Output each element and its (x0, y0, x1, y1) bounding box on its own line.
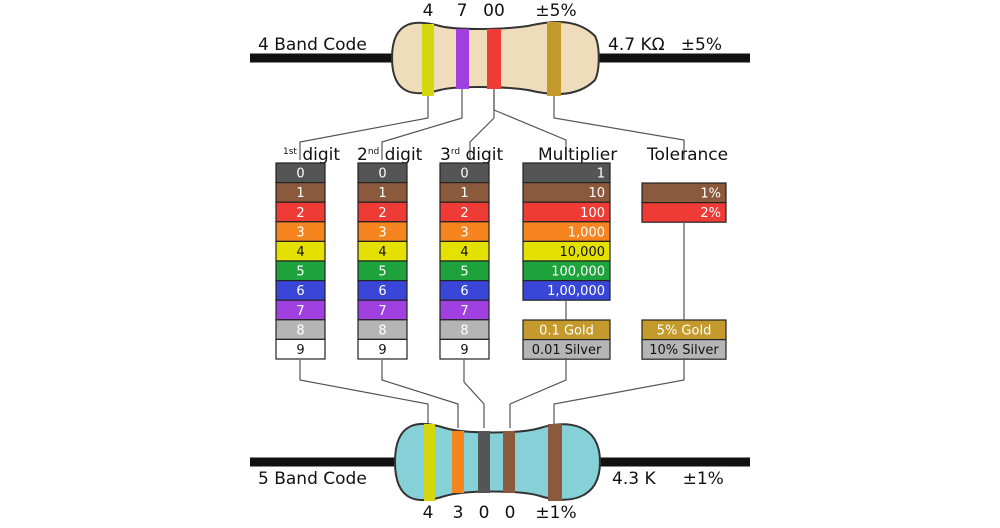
header-multiplier: Multiplier (538, 145, 617, 165)
top-band-label-2: 7 (457, 1, 468, 21)
digit1-label-4: 4 (296, 245, 304, 260)
digit2-label-0: 0 (378, 167, 386, 182)
digit3-label-7: 7 (460, 304, 468, 319)
digit1-label-7: 7 (296, 304, 304, 319)
digit1-label-6: 6 (296, 284, 304, 299)
digit3-cell-9 (439, 338, 490, 360)
multiplier-extra-label-1: 0.01 Silver (532, 343, 602, 358)
digit3-label-6: 6 (460, 284, 468, 299)
top-band-label-1: 4 (423, 1, 434, 21)
multiplier-label-2: 100 (580, 206, 605, 221)
top-connectors (299, 89, 685, 160)
multiplier-label-5: 100,000 (551, 265, 605, 280)
digit3-label-9: 9 (460, 343, 468, 358)
bottom-band-2 (452, 431, 464, 493)
top-band-label-3: 00 (483, 1, 505, 21)
multiplier-label-3: 1,000 (568, 225, 605, 240)
digit1-label-9: 9 (296, 343, 304, 358)
digit1-label-2: 2 (296, 206, 304, 221)
digit3-label-5: 5 (460, 265, 468, 280)
header-tolerance: Tolerance (646, 145, 728, 165)
digit2-cell-9 (357, 338, 408, 360)
digit2-label-4: 4 (378, 245, 386, 260)
multiplier-label-6: 1,00,000 (547, 284, 605, 299)
digit1-cell-9 (275, 338, 326, 360)
digit3-label-2: 2 (460, 206, 468, 221)
bottom-band-5 (548, 424, 562, 501)
bottom-band-3 (478, 431, 490, 493)
multiplier-extra-label-0: 0.1 Gold (539, 324, 594, 339)
bottom-band-label-5: ±1% (535, 503, 576, 523)
digit1-label-0: 0 (296, 167, 304, 182)
top-band-4 (547, 22, 561, 96)
header-3rd-digit: 3rd digit (440, 145, 504, 165)
header-2nd-digit: 2nd digit (357, 145, 423, 165)
digit1-label-8: 8 (296, 323, 304, 338)
bottom-band-label-1: 4 (423, 503, 434, 523)
digit3-label-3: 3 (460, 225, 468, 240)
digit2-label-2: 2 (378, 206, 386, 221)
bottom-band-1 (424, 424, 435, 501)
bottom-connectors (299, 358, 685, 428)
digit2-label-5: 5 (378, 265, 386, 280)
digit2-label-8: 8 (378, 323, 386, 338)
bottom-resistor-value: 4.3 K ±1% (612, 469, 724, 489)
tolerance-extra-label-0: 5% Gold (657, 324, 712, 339)
digit2-label-3: 3 (378, 225, 386, 240)
digit1-label-5: 5 (296, 265, 304, 280)
tolerance-extra-label-1: 10% Silver (649, 343, 719, 358)
digit3-label-4: 4 (460, 245, 468, 260)
digit3-label-0: 0 (460, 167, 468, 182)
digit1-label-1: 1 (296, 186, 304, 201)
top-band-2 (456, 29, 469, 89)
tolerance-label-1: 2% (700, 206, 721, 221)
top-band-1 (422, 24, 434, 96)
bottom-band-4 (503, 431, 515, 493)
bottom-band-label-3: 0 (479, 503, 490, 523)
digit3-label-8: 8 (460, 323, 468, 338)
digit2-label-6: 6 (378, 284, 386, 299)
digit3-label-1: 1 (460, 186, 468, 201)
digit2-label-1: 1 (378, 186, 386, 201)
top-band-3 (487, 29, 501, 89)
top-band-label-4: ±5% (535, 1, 576, 21)
multiplier-label-0: 1 (597, 167, 605, 182)
multiplier-label-4: 10,000 (560, 245, 606, 260)
top-resistor-value: 4.7 KΩ ±5% (608, 35, 722, 55)
header-1st-digit: 1st digit (283, 145, 340, 165)
digit2-label-9: 9 (378, 343, 386, 358)
digit2-label-7: 7 (378, 304, 386, 319)
multiplier-label-1: 10 (588, 186, 605, 201)
bottom-band-label-2: 3 (453, 503, 464, 523)
tolerance-label-0: 1% (700, 187, 721, 202)
top-resistor-label: 4 Band Code (258, 35, 367, 55)
digit1-label-3: 3 (296, 225, 304, 240)
bottom-band-label-4: 0 (505, 503, 516, 523)
bottom-resistor-label: 5 Band Code (258, 469, 367, 489)
